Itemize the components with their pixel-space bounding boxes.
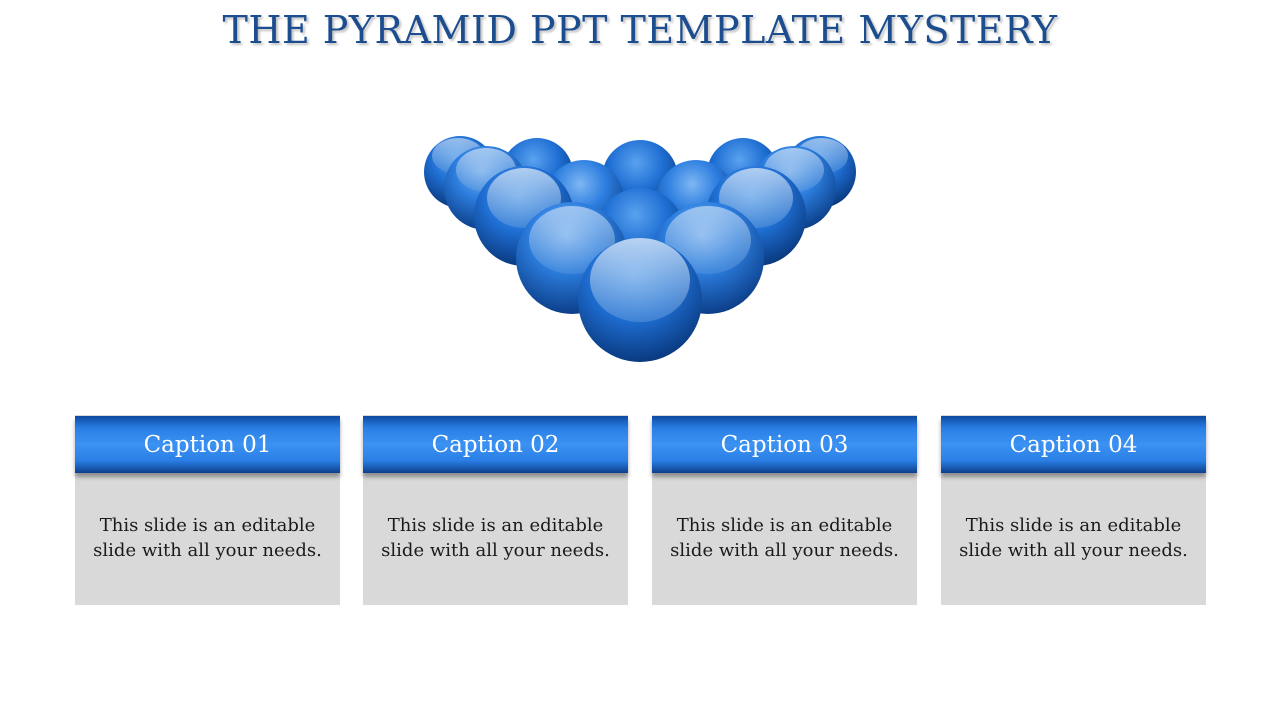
caption-label: Caption 03 bbox=[720, 431, 849, 458]
caption-header: Caption 03 bbox=[652, 416, 917, 473]
caption-description: This slide is an editable slide with all… bbox=[959, 515, 1188, 561]
caption-card-1: Caption 01 This slide is an editable sli… bbox=[75, 415, 340, 605]
caption-description: This slide is an editable slide with all… bbox=[381, 515, 610, 561]
caption-header: Caption 04 bbox=[941, 416, 1206, 473]
caption-label: Caption 04 bbox=[1009, 431, 1138, 458]
caption-card-4: Caption 04 This slide is an editable sli… bbox=[941, 415, 1206, 605]
sphere-icon bbox=[578, 238, 702, 362]
caption-card-3: Caption 03 This slide is an editable sli… bbox=[652, 415, 917, 605]
caption-label: Caption 02 bbox=[431, 431, 560, 458]
sphere-pyramid-icon bbox=[424, 136, 856, 362]
caption-header: Caption 02 bbox=[363, 416, 628, 473]
caption-header: Caption 01 bbox=[75, 416, 340, 473]
slide-title: THE PYRAMID PPT TEMPLATE MYSTERY bbox=[222, 8, 1058, 52]
caption-description: This slide is an editable slide with all… bbox=[670, 515, 899, 561]
caption-card-2: Caption 02 This slide is an editable sli… bbox=[363, 415, 628, 605]
caption-description: This slide is an editable slide with all… bbox=[93, 515, 322, 561]
caption-label: Caption 01 bbox=[143, 431, 272, 458]
